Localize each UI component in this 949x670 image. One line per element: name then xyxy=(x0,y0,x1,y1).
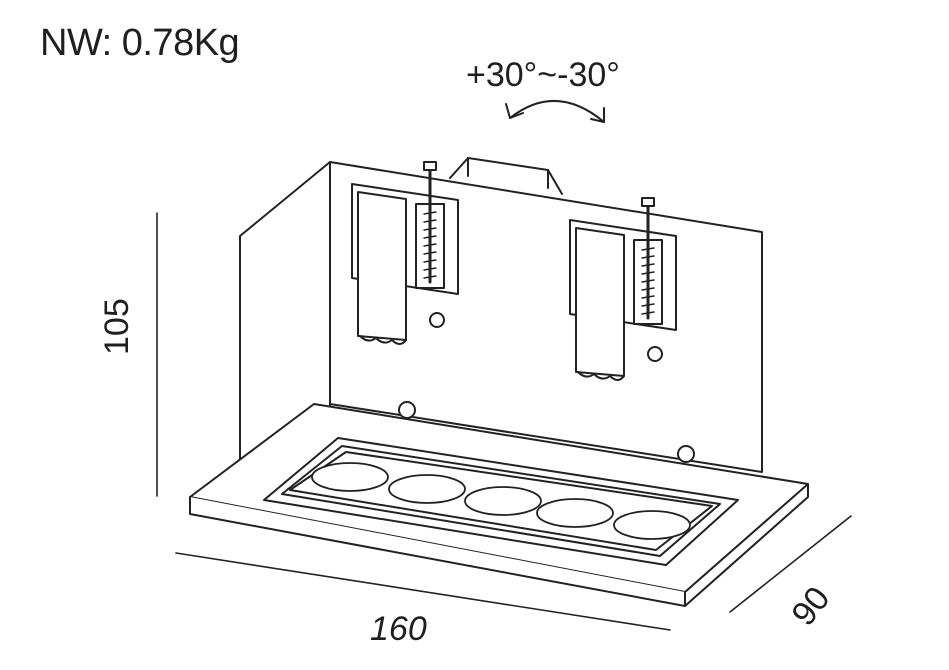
screw-hole-right xyxy=(647,346,663,362)
depth-dimension-label: 90 xyxy=(784,580,837,633)
mount-tab-right xyxy=(677,445,695,463)
depth-dimension-line xyxy=(729,515,852,613)
spring-clip-left xyxy=(351,161,459,345)
led-lens xyxy=(613,510,691,540)
net-weight-label: NW: 0.78Kg xyxy=(40,22,240,64)
led-lens xyxy=(464,486,542,516)
led-lens xyxy=(311,462,389,492)
spring-clip-right xyxy=(569,197,677,381)
tilt-range-label: +30°~-30° xyxy=(466,56,620,94)
length-dimension-label: 160 xyxy=(370,610,427,648)
height-dimension-label: 105 xyxy=(98,298,136,355)
led-lens-array xyxy=(311,462,691,540)
tilt-arrow-icon xyxy=(505,99,605,123)
led-lens xyxy=(388,474,466,504)
length-dimension-line xyxy=(175,552,671,631)
led-lens xyxy=(536,498,614,528)
mount-tab-left xyxy=(398,401,416,419)
screw-hole-left xyxy=(429,312,445,328)
